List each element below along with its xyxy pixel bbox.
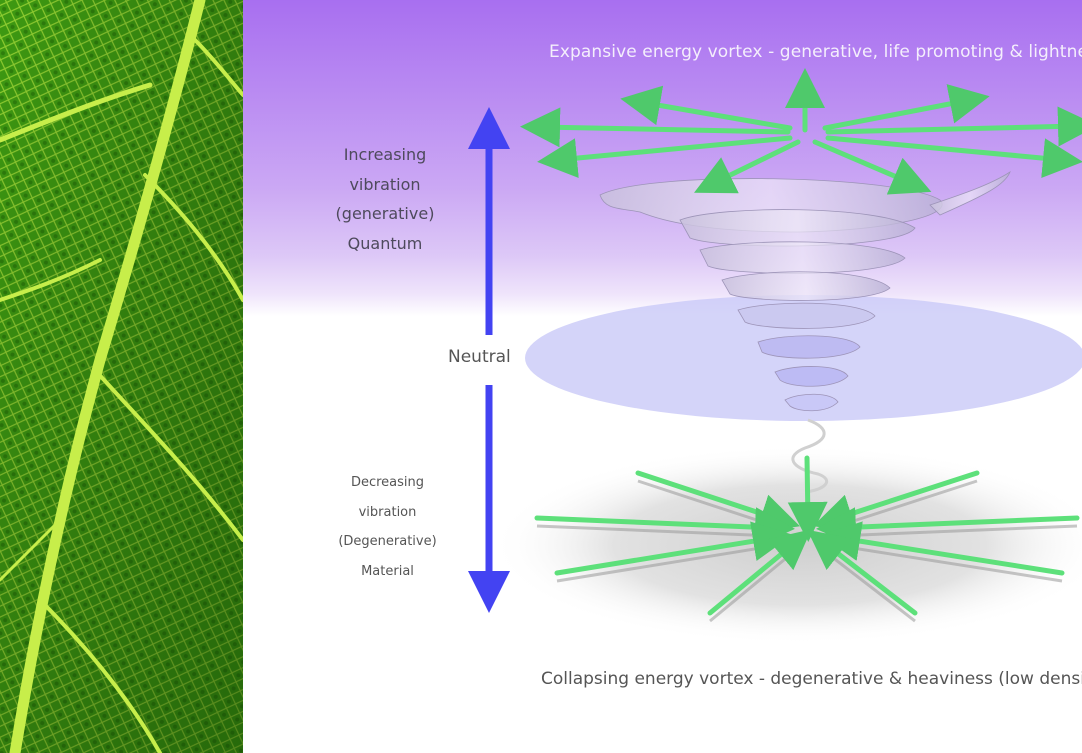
arrow-outward-icon [822, 84, 990, 131]
arrow-inward-icon [820, 521, 1065, 576]
decreasing-vibration-label: Decreasing vibration (Degenerative) Mate… [325, 468, 450, 586]
arrow-shadow [556, 544, 774, 583]
arrow-outward-icon [812, 139, 932, 195]
label-line: (Degenerative) [338, 534, 437, 549]
ground-shadow [490, 445, 1082, 645]
label-line: Increasing [343, 145, 427, 164]
arrow-inward-icon [816, 507, 1080, 548]
label-line: (generative) [335, 204, 435, 223]
arrow-inward-icon [807, 529, 918, 616]
arrow-outward-icon [694, 139, 801, 194]
top-caption: Expansive energy vortex - generative, li… [549, 42, 1082, 62]
label-line: Quantum [347, 233, 423, 253]
arrow-outward-icon [620, 85, 793, 131]
arrow-outward-icon [825, 135, 1082, 179]
inward-arrows [534, 455, 1080, 623]
vortex-tail [791, 418, 829, 494]
arrow-shadow [835, 524, 1078, 538]
arrow-outward-icon [520, 107, 791, 148]
arrow-outward-icon [537, 135, 793, 179]
label-line: Decreasing [350, 475, 425, 490]
label-line: vibration [349, 174, 421, 194]
label-line: Material [361, 563, 414, 579]
leaf-photo [0, 0, 243, 753]
vortex-spiral [599, 170, 1011, 412]
increasing-vibration-label: Increasing vibration (generative) Quantu… [320, 140, 450, 258]
label-line: vibration [358, 504, 417, 520]
arrow-inward-icon [554, 521, 793, 576]
outward-arrows [520, 68, 1082, 195]
arrow-inward-icon [707, 529, 812, 616]
arrow-inward-icon [787, 455, 828, 542]
arrow-outward-icon [825, 106, 1082, 147]
arrow-inward-icon [534, 507, 795, 548]
arrow-shadow [839, 544, 1063, 583]
arrow-shadow [536, 524, 776, 538]
bottom-caption: Collapsing energy vortex - degenerative … [541, 669, 1082, 689]
neutral-label: Neutral [448, 347, 511, 367]
